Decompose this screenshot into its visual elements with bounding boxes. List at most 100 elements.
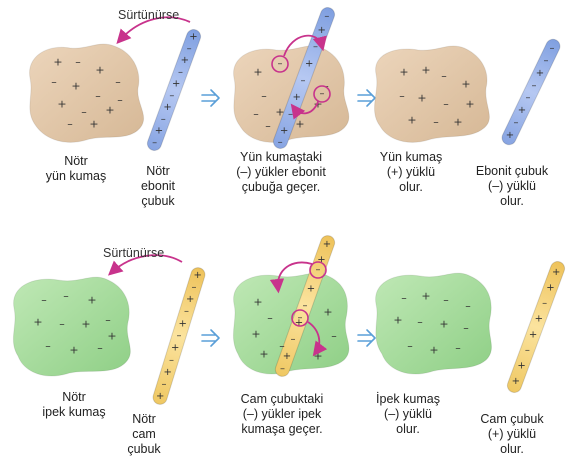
minus-charge: – bbox=[115, 76, 121, 89]
plus-charge: + bbox=[552, 267, 560, 278]
minus-charge: – bbox=[161, 114, 166, 125]
minus-charge: – bbox=[95, 90, 101, 103]
minus-charge: – bbox=[51, 76, 57, 89]
caption-line: İpek kumaş bbox=[368, 392, 448, 407]
charged-wool-cloth bbox=[375, 46, 490, 142]
minus-charge: – bbox=[443, 98, 449, 111]
minus-charge: – bbox=[525, 345, 530, 356]
caption-neutral-ebonite: Nötr ebonit çubuk bbox=[128, 164, 188, 209]
minus-charge: – bbox=[187, 43, 192, 54]
caption-line: cam bbox=[116, 427, 172, 442]
minus-charge: – bbox=[105, 314, 111, 327]
caption-neutral-glass: Nötr cam çubuk bbox=[116, 412, 172, 457]
minus-charge: – bbox=[401, 292, 407, 305]
plus-charge: + bbox=[181, 55, 189, 66]
caption-line: çubuk bbox=[116, 442, 172, 457]
caption-neutral-wool: Nötr yün kumaş bbox=[38, 154, 114, 184]
plus-charge: + bbox=[89, 118, 98, 131]
plus-charge: + bbox=[259, 348, 268, 361]
minus-charge: – bbox=[288, 109, 293, 120]
caption-line: Yün kumaş bbox=[373, 150, 449, 165]
caption-line: (–) yüklü bbox=[368, 407, 448, 422]
plus-charge: + bbox=[57, 98, 66, 111]
minus-charge: – bbox=[280, 364, 285, 375]
friction-label-row1: Sürtünürse bbox=[118, 8, 179, 23]
plus-charge: + bbox=[87, 294, 96, 307]
minus-charge: – bbox=[320, 89, 325, 100]
minus-charge: – bbox=[117, 94, 123, 107]
plus-charge: + bbox=[517, 361, 525, 372]
caption-line: Cam çubuk bbox=[466, 412, 558, 427]
minus-charge: – bbox=[331, 330, 337, 343]
neutral-silk-cloth bbox=[13, 277, 130, 376]
minus-charge: – bbox=[278, 137, 283, 148]
minus-charge: – bbox=[192, 282, 197, 293]
plus-charge: + bbox=[529, 329, 537, 340]
plus-charge: + bbox=[317, 25, 325, 36]
plus-charge: + bbox=[251, 328, 260, 341]
caption-line: Nötr bbox=[38, 154, 114, 169]
plus-charge: + bbox=[417, 92, 426, 105]
minus-charge: – bbox=[278, 59, 283, 70]
double-arrow-right-icon-path bbox=[358, 90, 375, 106]
plus-charge: + bbox=[275, 106, 284, 119]
plus-charge: + bbox=[186, 294, 194, 305]
minus-charge: – bbox=[298, 313, 303, 324]
caption-line: Yün kumaştaki bbox=[222, 150, 340, 165]
double-arrow-right-icon bbox=[202, 90, 219, 106]
plus-charge: + bbox=[465, 98, 474, 111]
caption-line: (–) yüklü bbox=[466, 179, 558, 194]
minus-charge: – bbox=[532, 80, 537, 91]
minus-charge: – bbox=[261, 90, 267, 103]
plus-charge: + bbox=[323, 306, 332, 319]
minus-charge: – bbox=[514, 118, 519, 129]
plus-charge: + bbox=[506, 130, 514, 141]
plus-charge: + bbox=[179, 318, 187, 329]
plus-charge: + bbox=[323, 239, 331, 250]
minus-charge: – bbox=[45, 340, 51, 353]
plus-charge: + bbox=[164, 367, 172, 378]
plus-charge: + bbox=[253, 66, 262, 79]
plus-charge: + bbox=[393, 314, 402, 327]
plus-charge: + bbox=[253, 296, 262, 309]
caption-transfer-row2: Cam çubuktaki (–) yükler ipek kumaşa geç… bbox=[222, 392, 342, 437]
caption-line: Cam çubuktaki bbox=[222, 392, 342, 407]
minus-charge: – bbox=[41, 294, 47, 307]
plus-charge: + bbox=[421, 64, 430, 77]
charged-glass-rod-body bbox=[505, 260, 566, 395]
double-arrow-right-icon-path bbox=[202, 90, 219, 106]
plus-charge: + bbox=[163, 102, 171, 113]
plus-charge: + bbox=[512, 376, 520, 387]
plus-charge: + bbox=[407, 114, 416, 127]
minus-charge: – bbox=[441, 70, 447, 83]
plus-charge: + bbox=[536, 68, 544, 79]
minus-charge: – bbox=[67, 118, 73, 131]
double-arrow-right-icon bbox=[358, 330, 375, 346]
caption-line: Ebonit çubuk bbox=[466, 164, 558, 179]
caption-line: yün kumaş bbox=[38, 169, 114, 184]
minus-charge: – bbox=[169, 90, 174, 101]
minus-charge: – bbox=[253, 108, 259, 121]
minus-charge: – bbox=[550, 43, 555, 54]
minus-charge: – bbox=[265, 120, 271, 133]
plus-charge: + bbox=[518, 105, 526, 116]
minus-charge: – bbox=[526, 93, 531, 104]
plus-charge: + bbox=[283, 351, 291, 362]
plus-charge: + bbox=[546, 283, 554, 294]
minus-charge: – bbox=[162, 379, 167, 390]
caption-wool-result: Yün kumaş (+) yüklü olur. bbox=[373, 150, 449, 195]
minus-charge: – bbox=[463, 322, 469, 335]
plus-charge: + bbox=[194, 270, 202, 281]
minus-charge: – bbox=[178, 67, 183, 78]
caption-line: (–) yükler ipek bbox=[222, 407, 342, 422]
minus-charge: – bbox=[152, 137, 157, 148]
minus-charge: – bbox=[313, 42, 318, 53]
double-arrow-right-icon bbox=[202, 330, 219, 346]
caption-line: (–) yükler ebonit bbox=[222, 165, 340, 180]
double-arrow-right-icon-path bbox=[358, 330, 375, 346]
friction-label-row2: Sürtünürse bbox=[103, 246, 164, 261]
caption-glass-result: Cam çubuk (+) yüklü olur. bbox=[466, 412, 558, 457]
plus-charge: + bbox=[307, 284, 315, 295]
caption-line: çubuk bbox=[128, 194, 188, 209]
plus-charge: + bbox=[189, 32, 197, 43]
